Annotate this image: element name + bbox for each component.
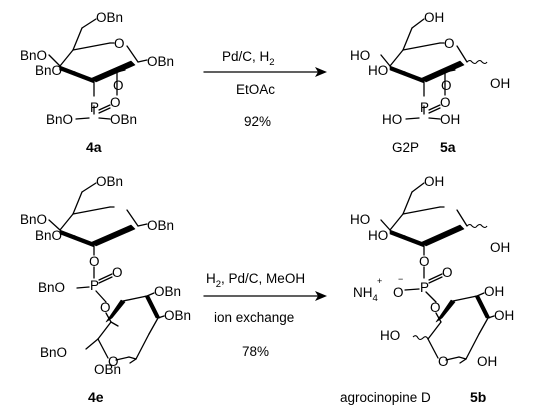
phosphorus-label: P <box>90 100 99 115</box>
phosphoryl-oxygen-label: O <box>442 265 453 280</box>
anomeric-oh-label: OH <box>490 76 510 91</box>
phosphate-bno-label: BnO <box>46 112 73 127</box>
conditions-above-1: Pd/C, H2 <box>222 49 275 68</box>
conditions-above-2: H2, Pd/C, MeOH <box>206 271 305 290</box>
c4-bno-label: BnO <box>20 48 47 63</box>
phosphate-oh-label: OH <box>440 112 460 127</box>
anomeric-oh-label: OH <box>490 240 510 255</box>
molecule-4e: OBn OBn BnO BnO O P O BnO O OBn OBn BnO … <box>20 174 191 405</box>
phosphate-bno-label: BnO <box>38 280 65 295</box>
sugar2-obn-a-label: OBn <box>154 284 181 299</box>
c3-bno-label: BnO <box>35 63 62 78</box>
ammonium-label: NH4 <box>353 285 378 304</box>
phosphorus-label: P <box>90 278 99 293</box>
reaction-arrow-2: H2, Pd/C, MeOH ion exchange 78% <box>203 271 327 359</box>
minus-charge-label: − <box>398 274 403 284</box>
phosphoryl-oxygen-label: O <box>110 95 121 110</box>
ring2-oxygen-label: O <box>438 354 449 369</box>
link-oxygen-top-label: O <box>89 254 100 269</box>
sugar2-obn-b-label: OBn <box>164 308 191 323</box>
compound-label-4a: 4a <box>86 139 102 155</box>
c2-oxygen-label: O <box>441 78 452 93</box>
sugar2-oh-d-label: OH <box>477 354 497 369</box>
sugar2-obn-d-label: OBn <box>94 362 121 377</box>
ring-oxygen-label: O <box>114 36 125 51</box>
compound-label-4e: 4e <box>88 389 104 405</box>
ring2-oxygen-label: O <box>108 354 119 369</box>
molecule-5b: OH OH HO HO O P O NH4 + O − O OH OH HO O… <box>340 174 514 405</box>
phosphorus-label: P <box>420 100 429 115</box>
c4-ho-label: HO <box>350 212 370 227</box>
compound-label-5a: 5a <box>440 139 456 155</box>
c4-bno-label: BnO <box>20 212 47 227</box>
sugar2-bno-label: BnO <box>40 345 67 360</box>
conditions-solvent-1: EtOAc <box>236 82 275 97</box>
sugar2-oh-a-label: OH <box>484 284 504 299</box>
sugar2-oh-b-label: OH <box>494 308 514 323</box>
phosphate-o-minus-label: O <box>393 285 404 300</box>
conditions-yield-1: 92% <box>244 114 271 129</box>
c6-oh-label: OH <box>424 10 444 25</box>
link-oxygen-top-label: O <box>419 254 430 269</box>
anomeric-obn-label: OBn <box>147 54 174 69</box>
reaction-arrow-1: Pd/C, H2 EtOAc 92% <box>203 49 327 129</box>
c3-ho-label: HO <box>368 228 388 243</box>
c6-obn-label: OBn <box>96 10 123 25</box>
phosphoryl-oxygen-label: O <box>440 95 451 110</box>
c4-ho-label: HO <box>350 48 370 63</box>
product-name-g2p: G2P <box>392 140 419 155</box>
conditions-workup-2: ion exchange <box>214 310 294 325</box>
c2-oxygen-label: O <box>113 78 124 93</box>
c3-bno-label: BnO <box>35 228 62 243</box>
molecule-4a: OBn O OBn BnO BnO O P O BnO OBn 4a <box>20 10 174 155</box>
link-oxygen-bottom-label: O <box>430 300 441 315</box>
c6-oh-label: OH <box>424 174 444 189</box>
link-oxygen-bottom-label: O <box>100 300 111 315</box>
product-name-agrocinopine-d: agrocinopine D <box>340 390 431 405</box>
c6-obn-label: OBn <box>96 174 123 189</box>
phosphate-obn-label: OBn <box>110 112 137 127</box>
phosphorus-label: P <box>420 280 429 295</box>
molecule-5a: OH O OH HO HO O P O HO OH G2P 5a <box>350 10 510 155</box>
phosphoryl-oxygen-label: O <box>112 265 123 280</box>
compound-label-5b: 5b <box>470 389 486 405</box>
c3-ho-label: HO <box>368 63 388 78</box>
ammonium-charge-label: + <box>377 276 382 286</box>
sugar2-ho-label: HO <box>380 328 400 343</box>
ring-oxygen-label: O <box>444 36 455 51</box>
phosphate-ho-label: HO <box>382 112 402 127</box>
anomeric-obn-label: OBn <box>147 218 174 233</box>
conditions-yield-2: 78% <box>242 344 269 359</box>
